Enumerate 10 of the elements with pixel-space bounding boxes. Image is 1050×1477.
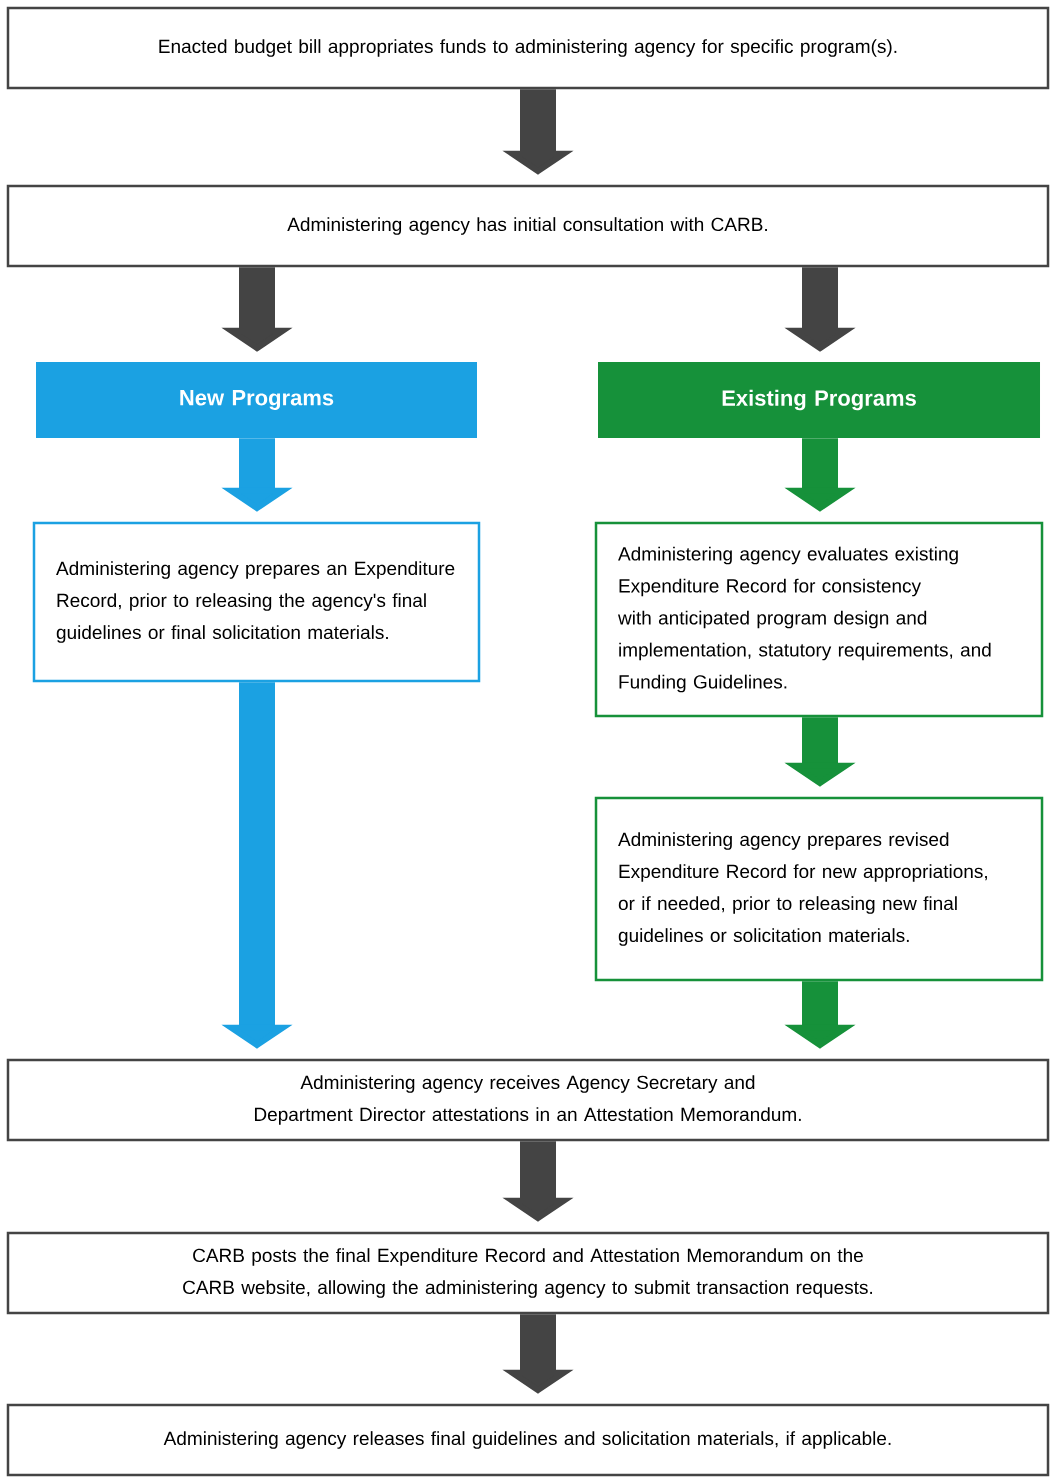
process-box: Enacted budget bill appropriates funds to administering agency for specific program(s). [6,6,1050,90]
category-header: New Programs [36,362,477,438]
process-box: Administering agency has initial consultation with CARB. [6,184,1050,268]
category-header: Existing Programs [598,362,1040,438]
process-box: Administering agency evaluates existing Expenditure Record for consistency with anticipated program design and implementation, statutory requirements, and Funding Guidelines. [594,521,1044,718]
process-box: CARB posts the final Expenditure Record and Attestation Memorandum on the CARB website, allowing the administering agency to submit transaction requests. [6,1231,1050,1315]
process-box: Administering agency prepares revised Expenditure Record for new appropriations, or if needed, prior to releasing new final guidelines or solicitation materials. [594,796,1044,982]
process-box: Administering agency receives Agency Secretary and Department Director attestations in an Attestation Memorandum. [6,1058,1050,1142]
process-box: Administering agency releases final guidelines and solicitation materials, if applicable. [6,1403,1050,1477]
process-box: Administering agency prepares an Expenditure Record, prior to releasing the agency's final guidelines or final solicitation materials. [32,521,481,683]
